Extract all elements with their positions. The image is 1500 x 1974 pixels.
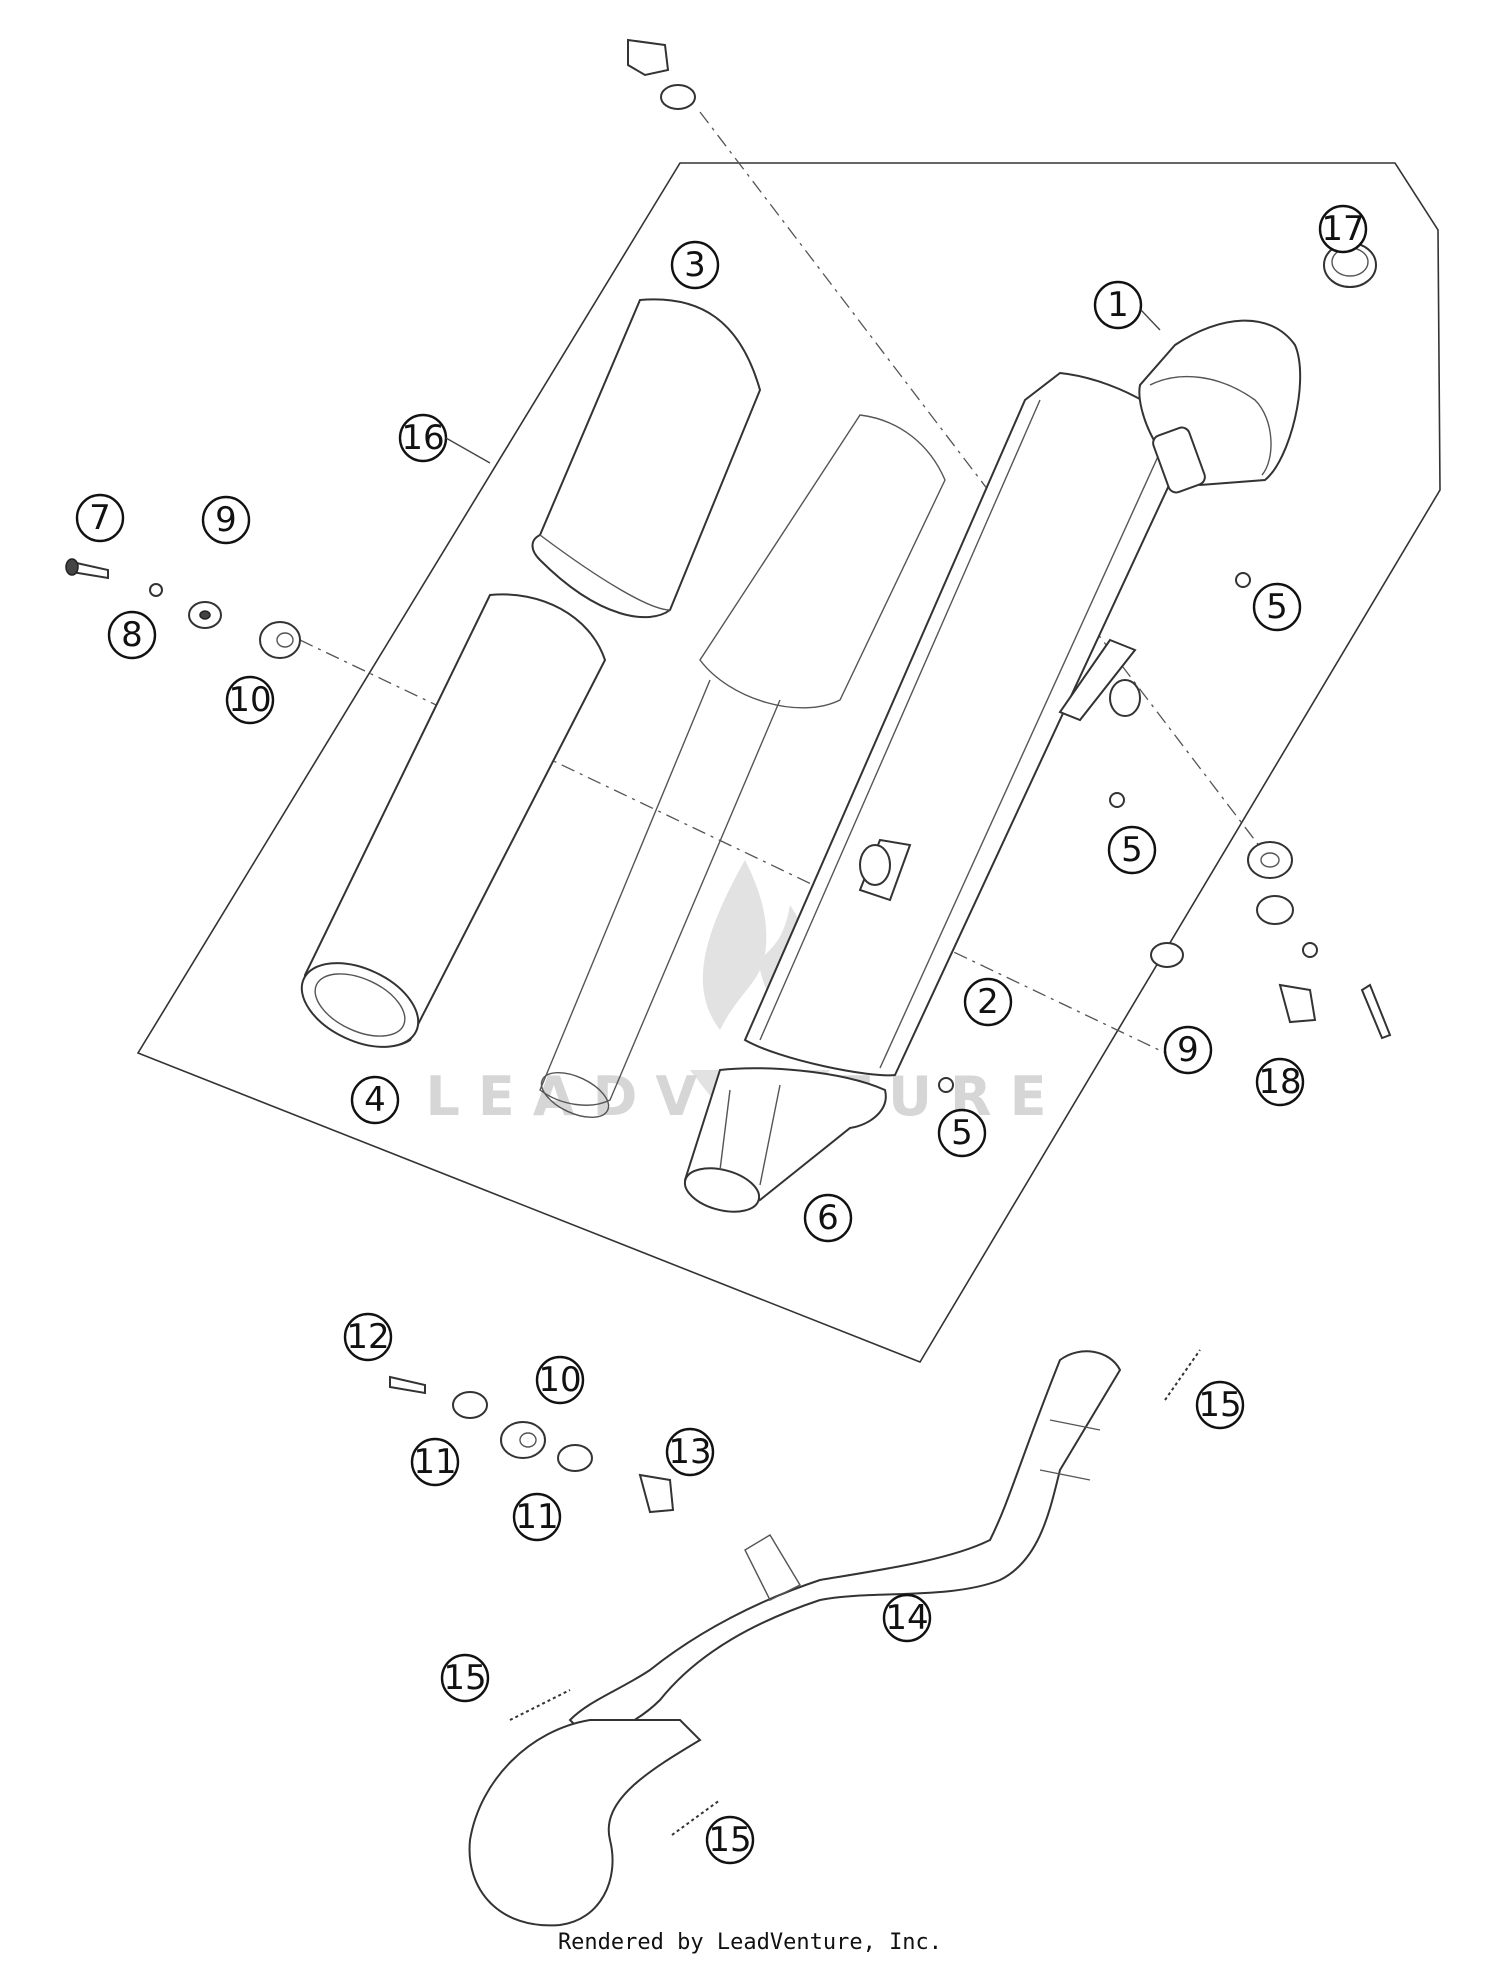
assembly-frame xyxy=(136,162,1441,1363)
callout-15-c: 15 xyxy=(705,1815,755,1865)
callout-10-b: 10 xyxy=(535,1355,585,1405)
leader-lines xyxy=(445,309,1161,464)
callout-13-label: 13 xyxy=(668,1432,711,1472)
callout-11-b: 11 xyxy=(512,1492,562,1542)
callout-16-label: 16 xyxy=(401,418,444,458)
callout-4-label: 4 xyxy=(364,1080,386,1120)
callout-11-a: 11 xyxy=(410,1437,460,1487)
alignment-lines xyxy=(299,111,1271,1061)
callout-10-a: 10 xyxy=(225,675,275,725)
callout-15-c-label: 15 xyxy=(708,1820,751,1860)
callout-5-a: 5 xyxy=(1252,582,1302,632)
callout-5-c-label: 5 xyxy=(951,1113,973,1153)
render-credit: Rendered by LeadVenture, Inc. xyxy=(557,1930,943,1955)
part-2-muffler-housing xyxy=(743,371,1192,1077)
callout-3-label: 3 xyxy=(684,245,706,285)
callout-14: 14 xyxy=(882,1593,932,1643)
callout-7-label: 7 xyxy=(89,498,111,538)
callout-2-label: 2 xyxy=(977,982,999,1022)
callout-15-a-label: 15 xyxy=(1198,1385,1241,1425)
part-1-end-cap xyxy=(1138,319,1302,494)
callout-11-b-label: 11 xyxy=(515,1497,558,1537)
callout-10-b-label: 10 xyxy=(538,1360,581,1400)
callout-17-label: 17 xyxy=(1321,209,1364,249)
callout-13: 13 xyxy=(665,1427,715,1477)
callout-14-label: 14 xyxy=(885,1598,928,1638)
part-4-silencer-sleeve xyxy=(300,593,607,1048)
callout-9-b-label: 9 xyxy=(1177,1030,1199,1070)
callouts: 1 2 3 4 5 5 5 6 7 8 9 9 10 10 11 11 12 1… xyxy=(75,204,1368,1865)
callout-5-b: 5 xyxy=(1107,825,1157,875)
callout-18-label: 18 xyxy=(1258,1062,1301,1102)
callout-10-a-label: 10 xyxy=(228,680,271,720)
callout-15-a: 15 xyxy=(1195,1380,1245,1430)
callout-17: 17 xyxy=(1318,204,1368,254)
callout-8-label: 8 xyxy=(121,615,143,655)
callout-16: 16 xyxy=(398,413,448,463)
callout-9-b: 9 xyxy=(1163,1025,1213,1075)
callout-4: 4 xyxy=(350,1075,400,1125)
left-mount-hardware xyxy=(65,558,301,659)
callout-15-b-label: 15 xyxy=(443,1658,486,1698)
alignment-line-middle xyxy=(299,639,1181,1061)
callout-9-a-label: 9 xyxy=(215,500,237,540)
callout-5-a-label: 5 xyxy=(1266,587,1288,627)
lower-mount-hardware xyxy=(389,1375,675,1514)
right-mount-hardware xyxy=(1150,841,1392,1040)
callout-5-b-label: 5 xyxy=(1121,830,1143,870)
screws xyxy=(938,572,1251,1093)
callout-2: 2 xyxy=(963,977,1013,1027)
part-6-front-cap xyxy=(683,1067,887,1213)
callout-15-b: 15 xyxy=(440,1653,490,1703)
callout-9-a: 9 xyxy=(201,495,251,545)
callout-11-a-label: 11 xyxy=(413,1442,456,1482)
callout-18: 18 xyxy=(1255,1057,1305,1107)
springs xyxy=(509,1349,1201,1836)
callout-12: 12 xyxy=(343,1312,393,1362)
callout-1: 1 xyxy=(1093,280,1143,330)
callout-3: 3 xyxy=(670,240,720,290)
callout-8: 8 xyxy=(107,610,157,660)
part-3-inner-sleeve xyxy=(531,298,762,619)
callout-5-c: 5 xyxy=(937,1108,987,1158)
callout-6-label: 6 xyxy=(817,1198,839,1238)
callout-6: 6 xyxy=(803,1193,853,1243)
alignment-line-upper xyxy=(699,111,1271,861)
top-clip-hardware xyxy=(627,38,696,110)
callout-7: 7 xyxy=(75,493,125,543)
inner-absorber-core xyxy=(539,414,946,1119)
callout-1-label: 1 xyxy=(1107,285,1129,325)
callout-12-label: 12 xyxy=(346,1317,389,1357)
part-14-header-pipe xyxy=(468,1350,1122,1927)
